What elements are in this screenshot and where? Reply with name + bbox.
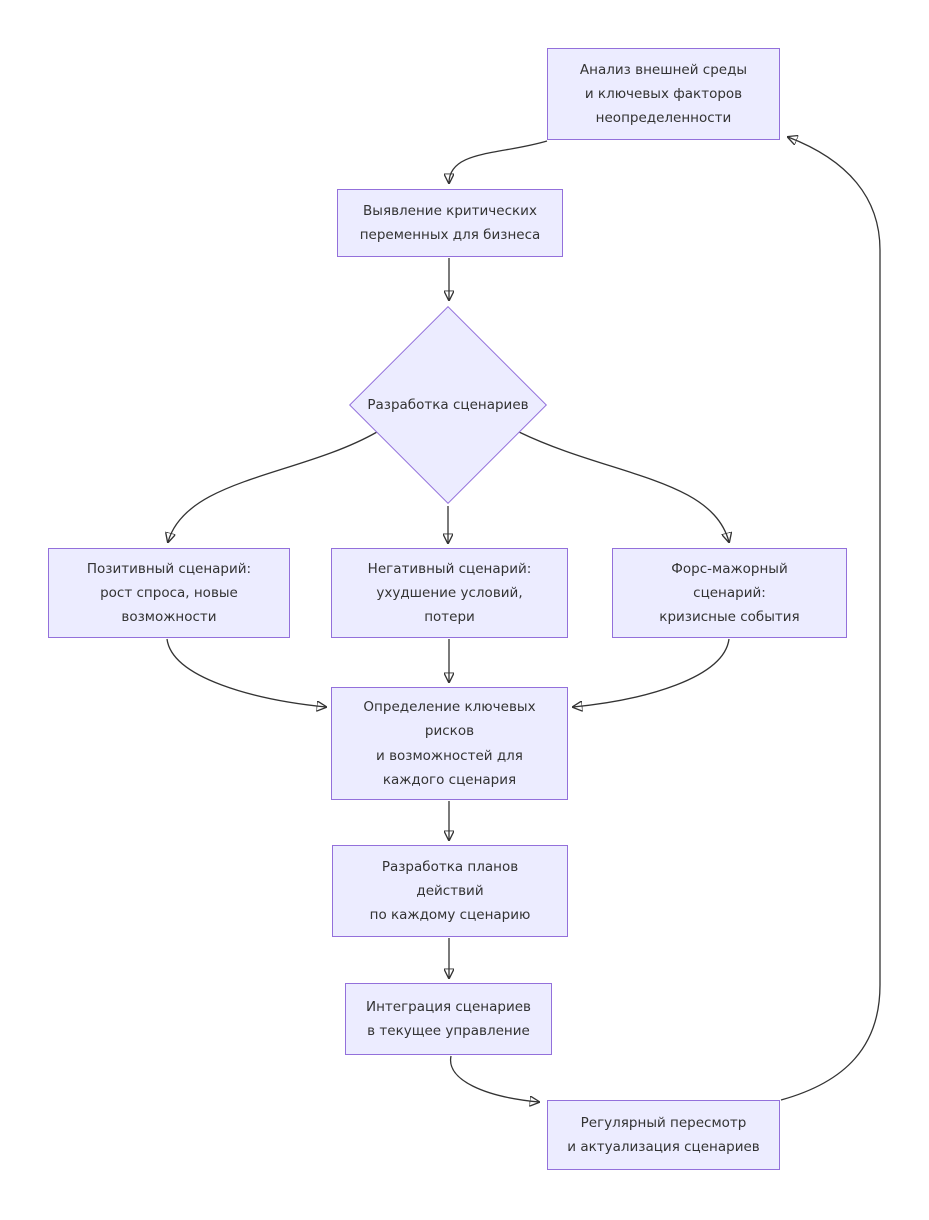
- edge-scenario-development-to-force-majeure: [518, 431, 729, 542]
- node-analysis-label: Анализ внешней среды и ключевых факторов…: [579, 61, 748, 126]
- node-positive-scenario: Позитивный сценарий: рост спроса, новые …: [48, 548, 290, 638]
- node-force-majeure-scenario: Форс-мажорный сценарий: кризисные событи…: [612, 548, 847, 638]
- node-positive-scenario-label: Позитивный сценарий: рост спроса, новые …: [86, 560, 252, 625]
- node-integration: Интеграция сценариев в текущее управлени…: [345, 983, 552, 1055]
- node-scenario-development-label: Разработка сценариев: [367, 396, 529, 413]
- edge-force-majeure-to-risks: [573, 638, 730, 707]
- node-critical-variables-label: Выявление критических переменных для биз…: [359, 202, 541, 243]
- node-risks-opportunities-label: Определение ключевых рисков и возможност…: [363, 699, 536, 788]
- edge-scenario-development-to-positive-scenario: [168, 431, 378, 542]
- edge-positive-to-risks: [166, 638, 326, 707]
- node-action-plans: Разработка планов действий по каждому сц…: [332, 845, 568, 937]
- node-critical-variables: Выявление критических переменных для биз…: [337, 189, 563, 257]
- edge-integration-to-regular-review: [450, 1055, 539, 1102]
- edge-analysis-to-critical-variables: [449, 140, 548, 183]
- node-regular-review: Регулярный пересмотр и актуализация сцен…: [547, 1100, 780, 1170]
- node-regular-review-label: Регулярный пересмотр и актуализация сцен…: [567, 1114, 760, 1155]
- node-force-majeure-scenario-label: Форс-мажорный сценарий: кризисные событи…: [659, 560, 800, 625]
- node-action-plans-label: Разработка планов действий по каждому сц…: [369, 858, 531, 923]
- node-negative-scenario-label: Негативный сценарий: ухудшение условий, …: [367, 560, 532, 625]
- node-risks-opportunities: Определение ключевых рисков и возможност…: [331, 687, 568, 800]
- node-scenario-development: Разработка сценариев: [348, 305, 548, 505]
- node-integration-label: Интеграция сценариев в текущее управлени…: [365, 998, 532, 1039]
- node-analysis: Анализ внешней среды и ключевых факторов…: [547, 48, 780, 140]
- node-negative-scenario: Негативный сценарий: ухудшение условий, …: [331, 548, 568, 638]
